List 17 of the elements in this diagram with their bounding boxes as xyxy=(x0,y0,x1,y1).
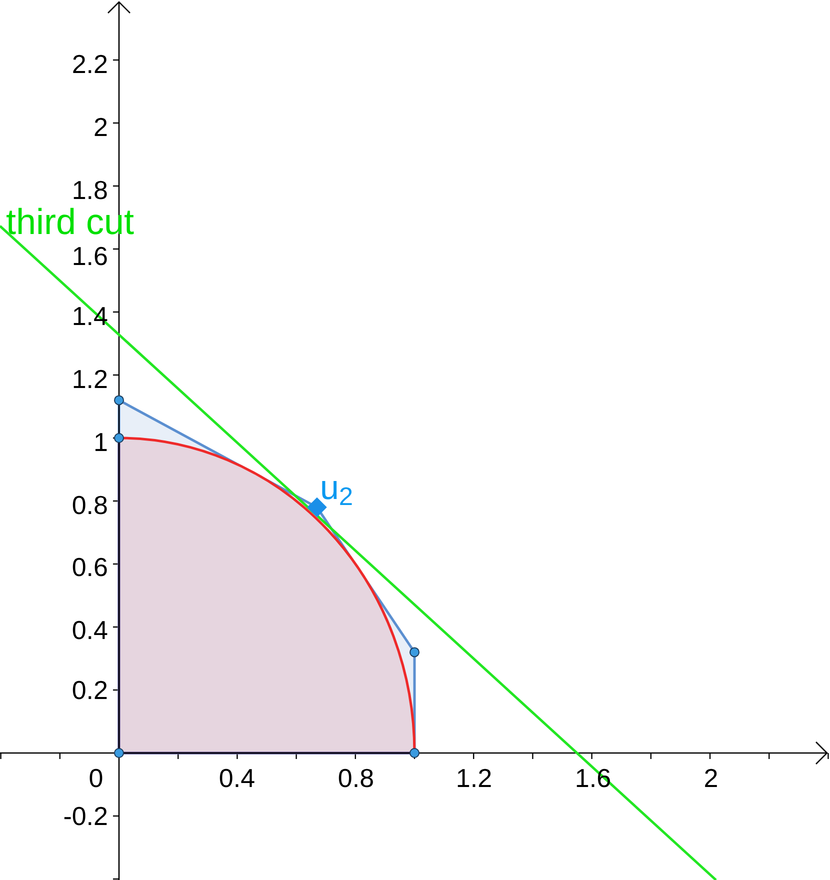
tick-label: 1.8 xyxy=(72,177,108,203)
tick-label: 0.8 xyxy=(338,765,374,791)
tick-label: 0.4 xyxy=(72,617,108,643)
tick-label: 0 xyxy=(88,765,104,791)
tick-label: 0.8 xyxy=(72,492,108,518)
tick-label: 1 xyxy=(94,429,108,455)
tick-label: 0.4 xyxy=(218,765,256,791)
tick-label: 1.6 xyxy=(72,243,108,269)
tick-label: 0.2 xyxy=(72,677,108,703)
tick-label: 0.6 xyxy=(72,554,108,580)
tick-label: 2.2 xyxy=(72,51,108,77)
tick-label: 1.2 xyxy=(72,366,108,392)
point-label: u$_{2}$ xyxy=(320,471,354,505)
tick-label: 2 xyxy=(94,114,108,140)
tick-label: 2 xyxy=(704,765,718,791)
tick-label: 1.2 xyxy=(456,765,492,791)
tick-label: -0.2 xyxy=(63,803,108,829)
